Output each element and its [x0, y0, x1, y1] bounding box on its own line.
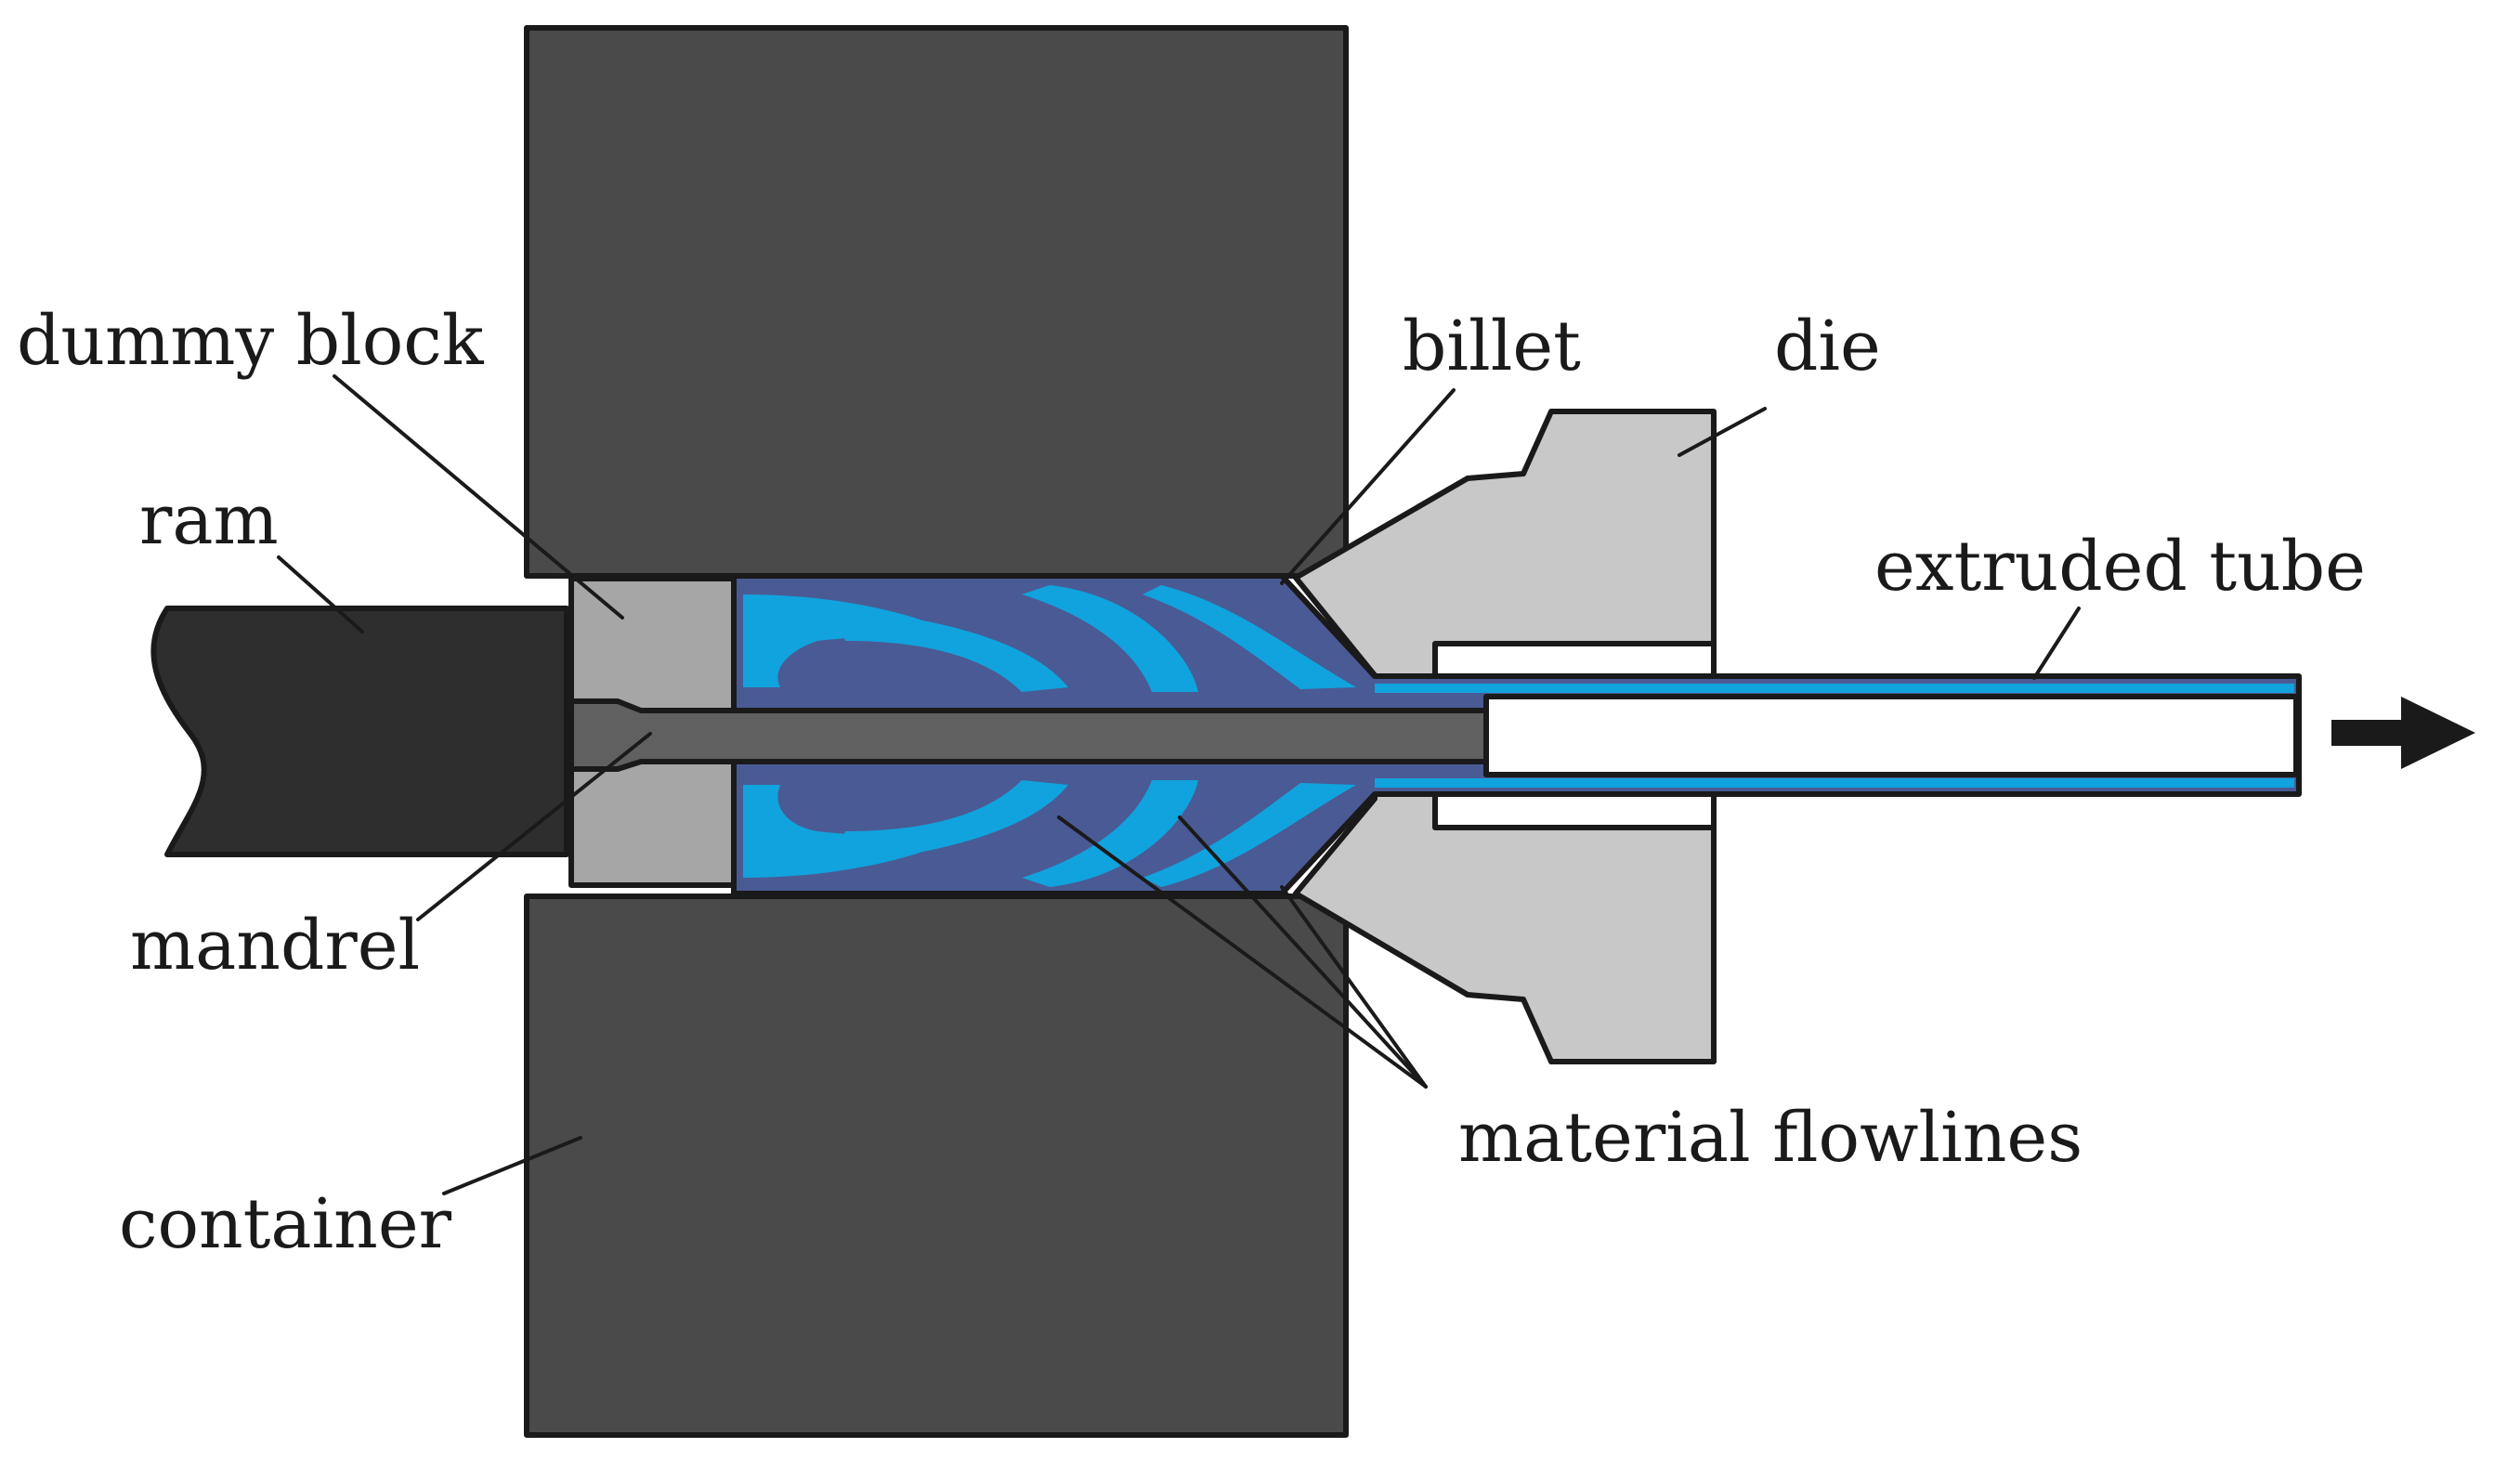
flowline-band-3	[1022, 585, 1198, 692]
mandrel	[568, 698, 1489, 772]
die-cavity-lower	[1432, 791, 1717, 830]
label-container: container	[119, 1184, 452, 1264]
leader-extruded-tube	[2032, 607, 2081, 680]
label-billet: billet	[1403, 307, 1581, 386]
ram	[150, 606, 569, 857]
flowline-band-4	[1142, 585, 1356, 689]
flowline-band-7	[1022, 780, 1198, 887]
label-ram: ram	[139, 480, 279, 560]
flowline-band-1	[743, 594, 1003, 687]
leader-die	[1678, 407, 1767, 457]
leader-billet	[1280, 388, 1456, 585]
leader-flowlines-2	[1178, 815, 1428, 1089]
leader-ram	[277, 555, 364, 633]
leader-container	[442, 1136, 582, 1195]
flowline-band-2	[836, 608, 1068, 692]
arrow-right-icon	[2331, 697, 2475, 769]
flowline-band-6	[836, 780, 1068, 864]
label-extruded-tube: extruded tube	[1874, 527, 2366, 607]
tube-wall-lower	[1375, 778, 2294, 788]
leader-flowlines-1	[1057, 815, 1428, 1089]
tube-wall-upper	[1375, 684, 2294, 693]
flowline-band-5	[743, 785, 1003, 878]
extruded-tube-bore	[1483, 694, 2299, 777]
label-mandrel: mandrel	[130, 906, 420, 985]
label-die: die	[1774, 307, 1881, 386]
leader-dummy-block	[333, 374, 624, 620]
container-upper	[524, 25, 1349, 579]
container-lower	[524, 894, 1349, 1438]
label-dummy-block: dummy block	[17, 301, 485, 381]
leader-flowlines-3	[1280, 885, 1428, 1089]
flowline-band-8	[1142, 783, 1356, 887]
label-material-flowlines: material flowlines	[1458, 1098, 2083, 1178]
leader-mandrel	[416, 732, 652, 921]
